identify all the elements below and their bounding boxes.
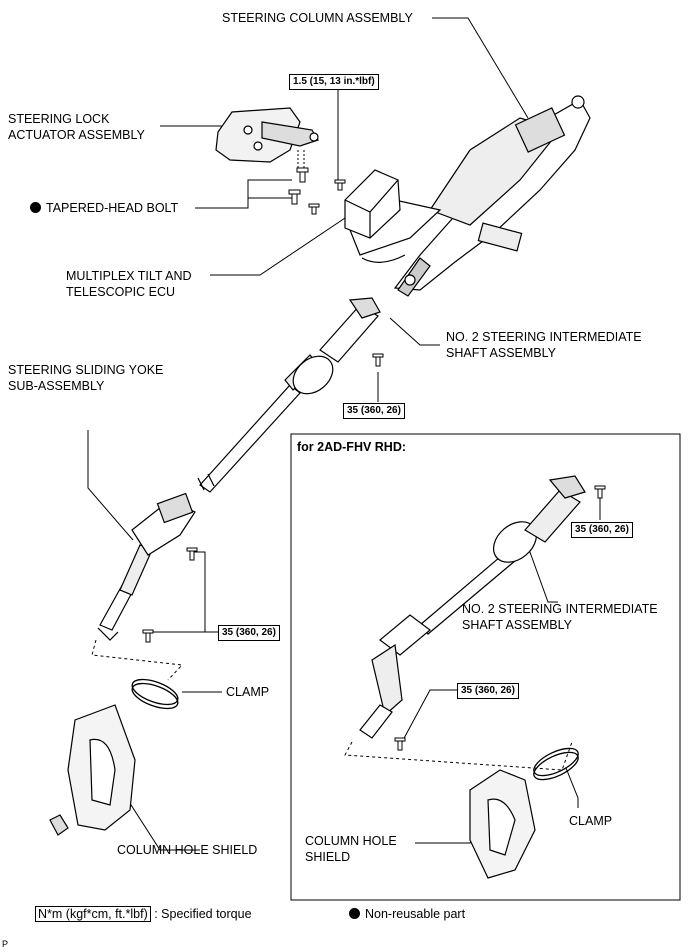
inset-label-no2-2: SHAFT ASSEMBLY xyxy=(462,618,572,632)
label-yoke-2: SUB-ASSEMBLY xyxy=(8,379,105,393)
non-reusable-dot-icon xyxy=(30,202,41,213)
legend-non-reusable-text: Non-reusable part xyxy=(365,907,466,921)
label-yoke-1: STEERING SLIDING YOKE xyxy=(8,363,164,377)
leader-tapered-bolt xyxy=(195,179,292,209)
inset-torque-box-top: 35 (360, 26) xyxy=(571,522,633,538)
steering-column-shape xyxy=(349,95,591,297)
legend-non-reusable: Non-reusable part xyxy=(349,907,465,921)
torque-box-yoke: 35 (360, 26) xyxy=(218,625,280,641)
inset-clamp-shape xyxy=(533,747,579,781)
label-ecu-1: MULTIPLEX TILT AND xyxy=(66,269,192,283)
label-tapered-bolt-text: TAPERED-HEAD BOLT xyxy=(46,201,179,215)
inset-label-no2-1: NO. 2 STEERING INTERMEDIATE xyxy=(462,602,658,616)
tapered-head-bolts xyxy=(288,150,346,215)
dashed-guide-main xyxy=(91,639,184,681)
label-lock-actuator-2: ACTUATOR ASSEMBLY xyxy=(8,128,145,142)
label-clamp: CLAMP xyxy=(226,685,270,699)
inset-torque-box-bottom: 35 (360, 26) xyxy=(457,683,519,699)
inset-leader-no2 xyxy=(521,529,558,603)
column-hole-shield-shape xyxy=(49,704,136,836)
label-column-hole-shield: COLUMN HOLE SHIELD xyxy=(117,843,258,857)
leader-ecu xyxy=(210,207,361,276)
label-no2-1: NO. 2 STEERING INTERMEDIATE xyxy=(446,330,642,344)
leader-no2 xyxy=(389,317,440,346)
corner-code: P xyxy=(2,939,9,949)
inset-label-shield-1: COLUMN HOLE xyxy=(305,834,397,848)
label-steering-column: STEERING COLUMN ASSEMBLY xyxy=(222,11,413,25)
sliding-yoke-shape xyxy=(97,492,196,641)
torque-box-lock-bolt: 1.5 (15, 13 in.*lbf) xyxy=(289,74,379,90)
inset-shield-shape xyxy=(469,769,536,879)
leader-yoke-torque xyxy=(152,551,218,633)
inset-leader-clamp xyxy=(565,767,579,808)
label-tapered-bolt: TAPERED-HEAD BOLT xyxy=(30,200,178,216)
torque-box-intermediate: 35 (360, 26) xyxy=(343,403,405,419)
yoke-bolts xyxy=(142,547,198,643)
lock-actuator-shape xyxy=(215,107,319,163)
intermediate-shaft-shape xyxy=(197,297,381,493)
inset-label-clamp: CLAMP xyxy=(569,814,613,828)
leader-yoke xyxy=(87,430,134,541)
multiplex-ecu-shape xyxy=(344,169,401,239)
inset-shaft-shape xyxy=(359,475,586,739)
label-ecu-2: TELESCOPIC ECU xyxy=(66,285,176,299)
legend-dot-icon xyxy=(349,908,360,919)
inset-bolts xyxy=(394,485,606,751)
label-lock-actuator-1: STEERING LOCK xyxy=(8,112,110,126)
intermediate-bolt xyxy=(372,353,384,367)
inset-label-shield-2: SHIELD xyxy=(305,850,351,864)
inset-title: for 2AD-FHV RHD: xyxy=(297,440,407,454)
inset-leader-torque-bottom xyxy=(401,689,457,743)
dashed-guide-inset xyxy=(344,741,573,771)
clamp-shape xyxy=(131,678,179,710)
leader-column xyxy=(432,17,529,119)
inset-frame xyxy=(290,433,681,901)
legend-torque: N*m (kgf*cm, ft.*lbf) : Specified torque xyxy=(35,906,252,922)
label-no2-2: SHAFT ASSEMBLY xyxy=(446,346,556,360)
legend-torque-desc: : Specified torque xyxy=(154,907,252,921)
legend-torque-unit: N*m (kgf*cm, ft.*lbf) xyxy=(35,906,151,922)
